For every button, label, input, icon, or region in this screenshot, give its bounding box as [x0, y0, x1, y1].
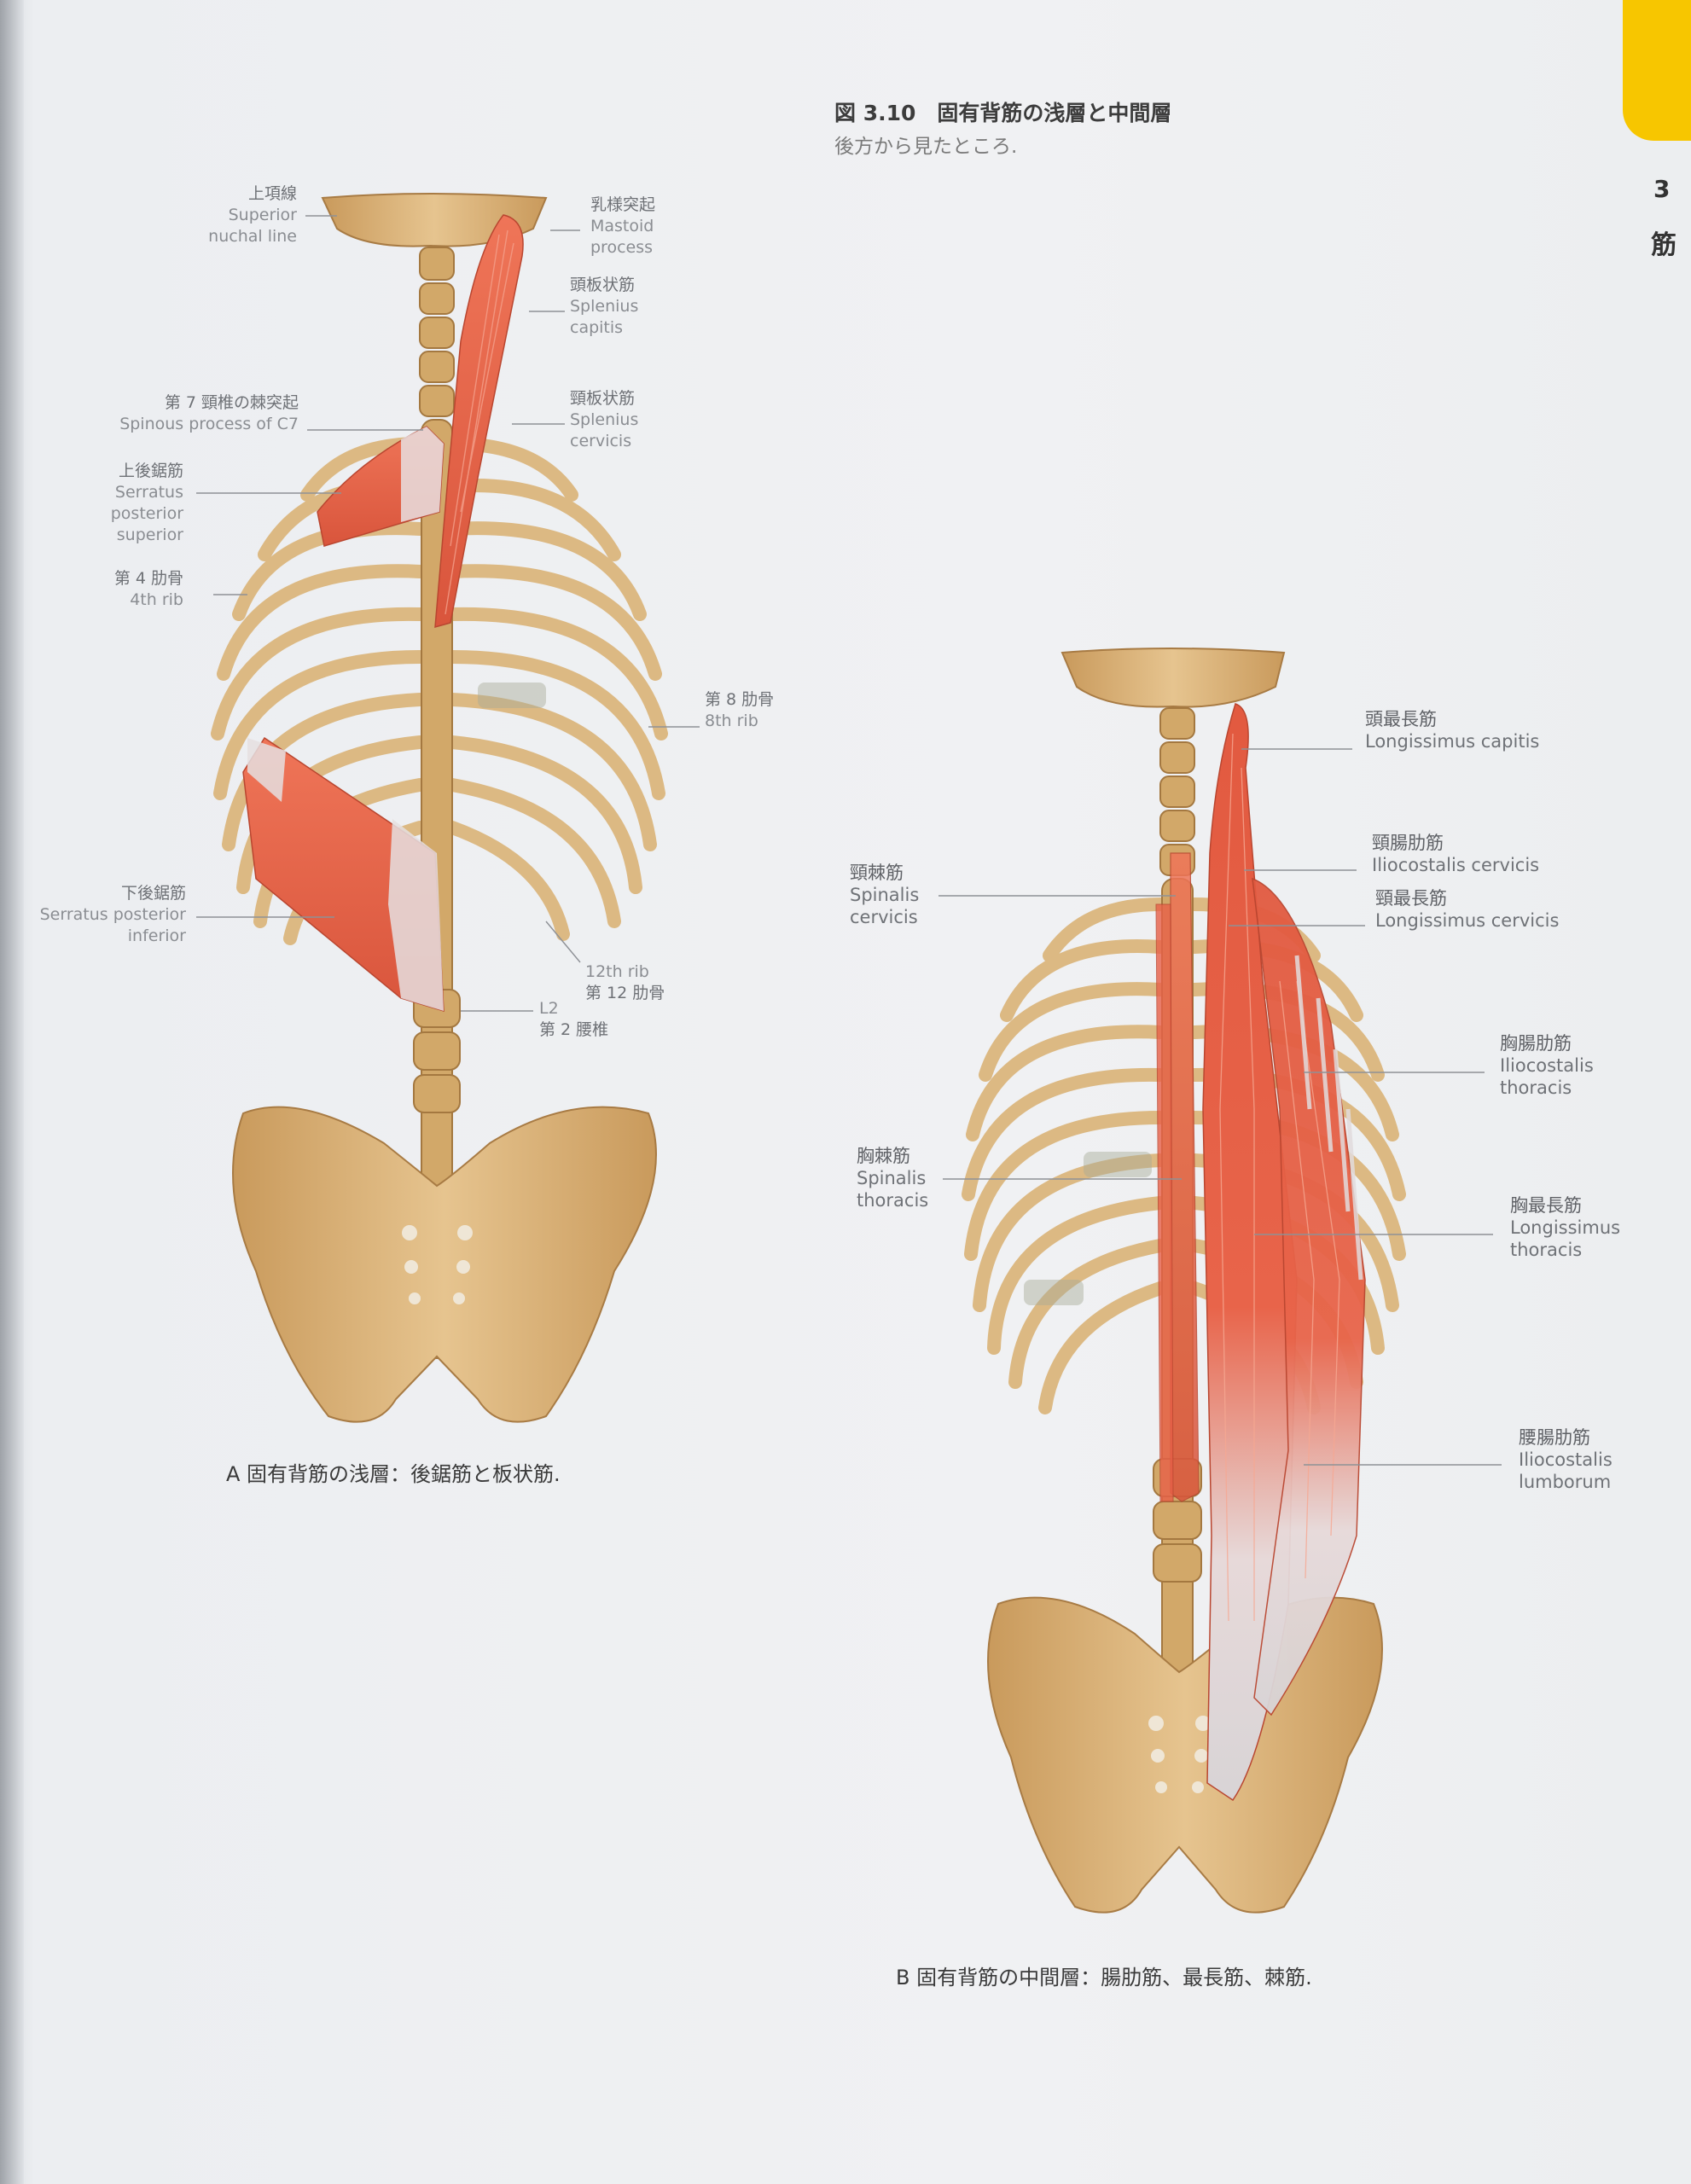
label-8th-rib: 第 8 肋骨 8th rib: [705, 690, 775, 730]
label-mastoid-process: 乳様突起 Mastoid process: [590, 195, 656, 257]
caption-panel-a: A 固有背筋の浅層：後鋸筋と板状筋.: [226, 1462, 561, 1486]
panel-a-skeleton: [211, 193, 668, 1423]
chapter-thumb-tab[interactable]: [1623, 0, 1691, 141]
label-l2: L2 第 2 腰椎: [539, 999, 609, 1039]
caption-panel-b: B 固有背筋の中間層：腸肋筋、最長筋、棘筋.: [896, 1966, 1312, 1989]
panel-b-muscles: [1155, 703, 1366, 1802]
label-longissimus-capitis: 頭最長筋 Longissimus capitis: [1365, 709, 1540, 752]
gutter-shadow: [0, 0, 24, 2184]
label-4th-rib: 第 4 肋骨 4th rib: [113, 569, 183, 609]
label-spinous-process-c7: 第 7 頸椎の棘突起 Spinous process of C7: [119, 393, 299, 433]
figure-subtitle: 後方から見たところ.: [834, 136, 1018, 158]
panel-b-leader-lines: [938, 748, 1502, 1466]
label-superior-nuchal-line: 上項線 Superior nuchal line: [208, 184, 297, 246]
chapter-number: 3: [1653, 175, 1671, 203]
panel-a-leader-lines: [196, 215, 700, 1012]
label-serratus-posterior-inferior: 下後鋸筋 Serratus posterior inferior: [39, 884, 186, 945]
figure-title: 図 3.10 固有背筋の浅層と中間層: [834, 101, 1172, 125]
label-splenius-cervicis: 頸板状筋 Splenius cervicis: [570, 389, 639, 450]
label-longissimus-thoracis: 胸最長筋 Longissimus thoracis: [1510, 1195, 1621, 1260]
label-longissimus-cervicis: 頸最長筋 Longissimus cervicis: [1375, 888, 1560, 931]
label-12th-rib: 12th rib 第 12 肋骨: [585, 962, 665, 1002]
label-spinalis-thoracis: 胸棘筋 Spinalis thoracis: [857, 1146, 929, 1211]
chapter-name: 筋: [1651, 230, 1676, 260]
label-serratus-posterior-superior: 上後鋸筋 Serratus posterior superior: [110, 462, 183, 544]
label-splenius-capitis: 頭板状筋 Splenius capitis: [570, 276, 639, 337]
label-spinalis-cervicis: 頸棘筋 Spinalis cervicis: [850, 863, 920, 927]
panel-a-muscles: [242, 214, 524, 1013]
label-iliocostalis-cervicis: 頸腸肋筋 Iliocostalis cervicis: [1372, 833, 1540, 875]
label-iliocostalis-lumborum: 腰腸肋筋 Iliocostalis lumborum: [1519, 1427, 1613, 1492]
label-iliocostalis-thoracis: 胸腸肋筋 Iliocostalis thoracis: [1500, 1033, 1594, 1098]
